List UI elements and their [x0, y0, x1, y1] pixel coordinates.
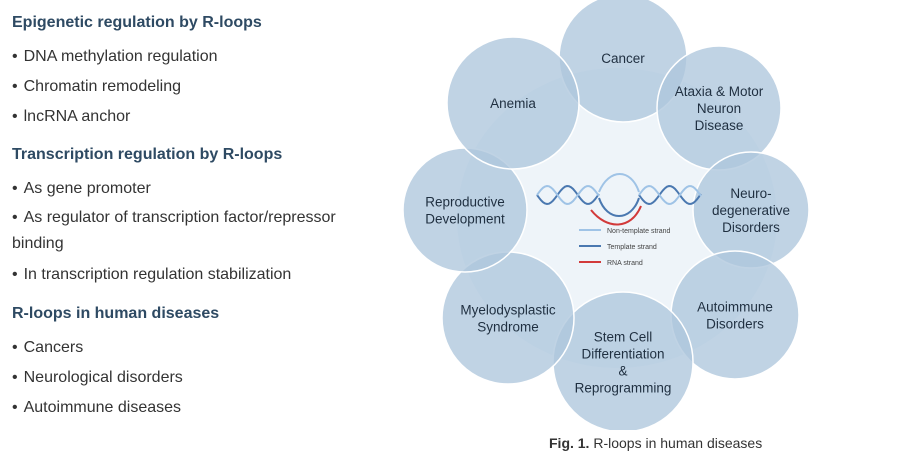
dna-strand	[536, 184, 600, 206]
circle-label-autoimmune: Autoimmune	[697, 300, 773, 315]
circle-label-reproductive: Development	[425, 212, 505, 227]
circle-label-ataxia-motor-neuron: Disease	[695, 118, 744, 133]
dna-strand	[638, 184, 702, 206]
legend-label: Template strand	[607, 244, 657, 251]
circle-label-stem-cell: Stem Cell	[594, 330, 653, 345]
rna-strand	[590, 205, 642, 226]
circle-label-neurodegenerative: degenerative	[712, 203, 790, 218]
circle-label-neurodegenerative: Neuro-	[730, 186, 771, 201]
bullet-icon: •	[12, 209, 18, 226]
caption-label: Fig. 1.	[549, 435, 590, 451]
circle-label-myelodysplastic: Myelodysplastic	[460, 303, 556, 318]
figure-caption: Fig. 1. R-loops in human diseases	[549, 435, 762, 451]
non-template-loop	[598, 173, 640, 193]
bullet-icon: •	[12, 266, 18, 283]
template-loop	[598, 197, 640, 217]
legend-label: RNA strand	[607, 260, 643, 267]
dna-strand	[536, 184, 600, 206]
circle-label-stem-cell: Differentiation	[581, 347, 664, 362]
circle-label-myelodysplastic: Syndrome	[477, 320, 539, 335]
circle-label-neurodegenerative: Disorders	[722, 220, 780, 235]
bullet-icon: •	[12, 78, 18, 95]
section-title-transcription: Transcription regulation by R-loops	[12, 146, 283, 163]
list-item: •In transcription regulation stabilizati…	[12, 266, 292, 283]
circle-label-stem-cell: &	[618, 364, 627, 379]
circle-label-reproductive: Reproductive	[425, 195, 505, 210]
list-item: •DNA methylation regulation	[12, 48, 218, 65]
caption-text: R-loops in human diseases	[593, 435, 763, 451]
list-item: •As regulator of transcription factor/re…	[12, 209, 336, 252]
circle-label-anemia: Anemia	[490, 96, 536, 111]
bullet-icon: •	[12, 399, 18, 416]
circle-anemia	[446, 36, 580, 170]
bullet-icon: •	[12, 108, 18, 125]
dna-strand	[638, 184, 702, 206]
list-item: •As gene promoter	[12, 180, 151, 197]
circle-label-ataxia-motor-neuron: Neuron	[697, 101, 741, 116]
bullet-icon: •	[12, 180, 18, 197]
list-item: •Neurological disorders	[12, 369, 183, 386]
bullet-icon: •	[12, 369, 18, 386]
list-item: •lncRNA anchor	[12, 108, 131, 125]
circle-label-autoimmune: Disorders	[706, 317, 764, 332]
section-title-epigenetic: Epigenetic regulation by R-loops	[12, 14, 262, 31]
bullet-icon: •	[12, 339, 18, 356]
list-item: •Autoimmune diseases	[12, 399, 182, 416]
circle-label-cancer: Cancer	[601, 51, 645, 66]
bullet-icon: •	[12, 48, 18, 65]
list-item: •Cancers	[12, 339, 84, 356]
list-item: •Chromatin remodeling	[12, 78, 182, 95]
section-title-diseases: R-loops in human diseases	[12, 305, 220, 322]
circle-label-ataxia-motor-neuron: Ataxia & Motor	[675, 84, 764, 99]
circle-label-stem-cell: Reprogramming	[575, 381, 672, 396]
legend-label: Non-template strand	[607, 228, 671, 235]
